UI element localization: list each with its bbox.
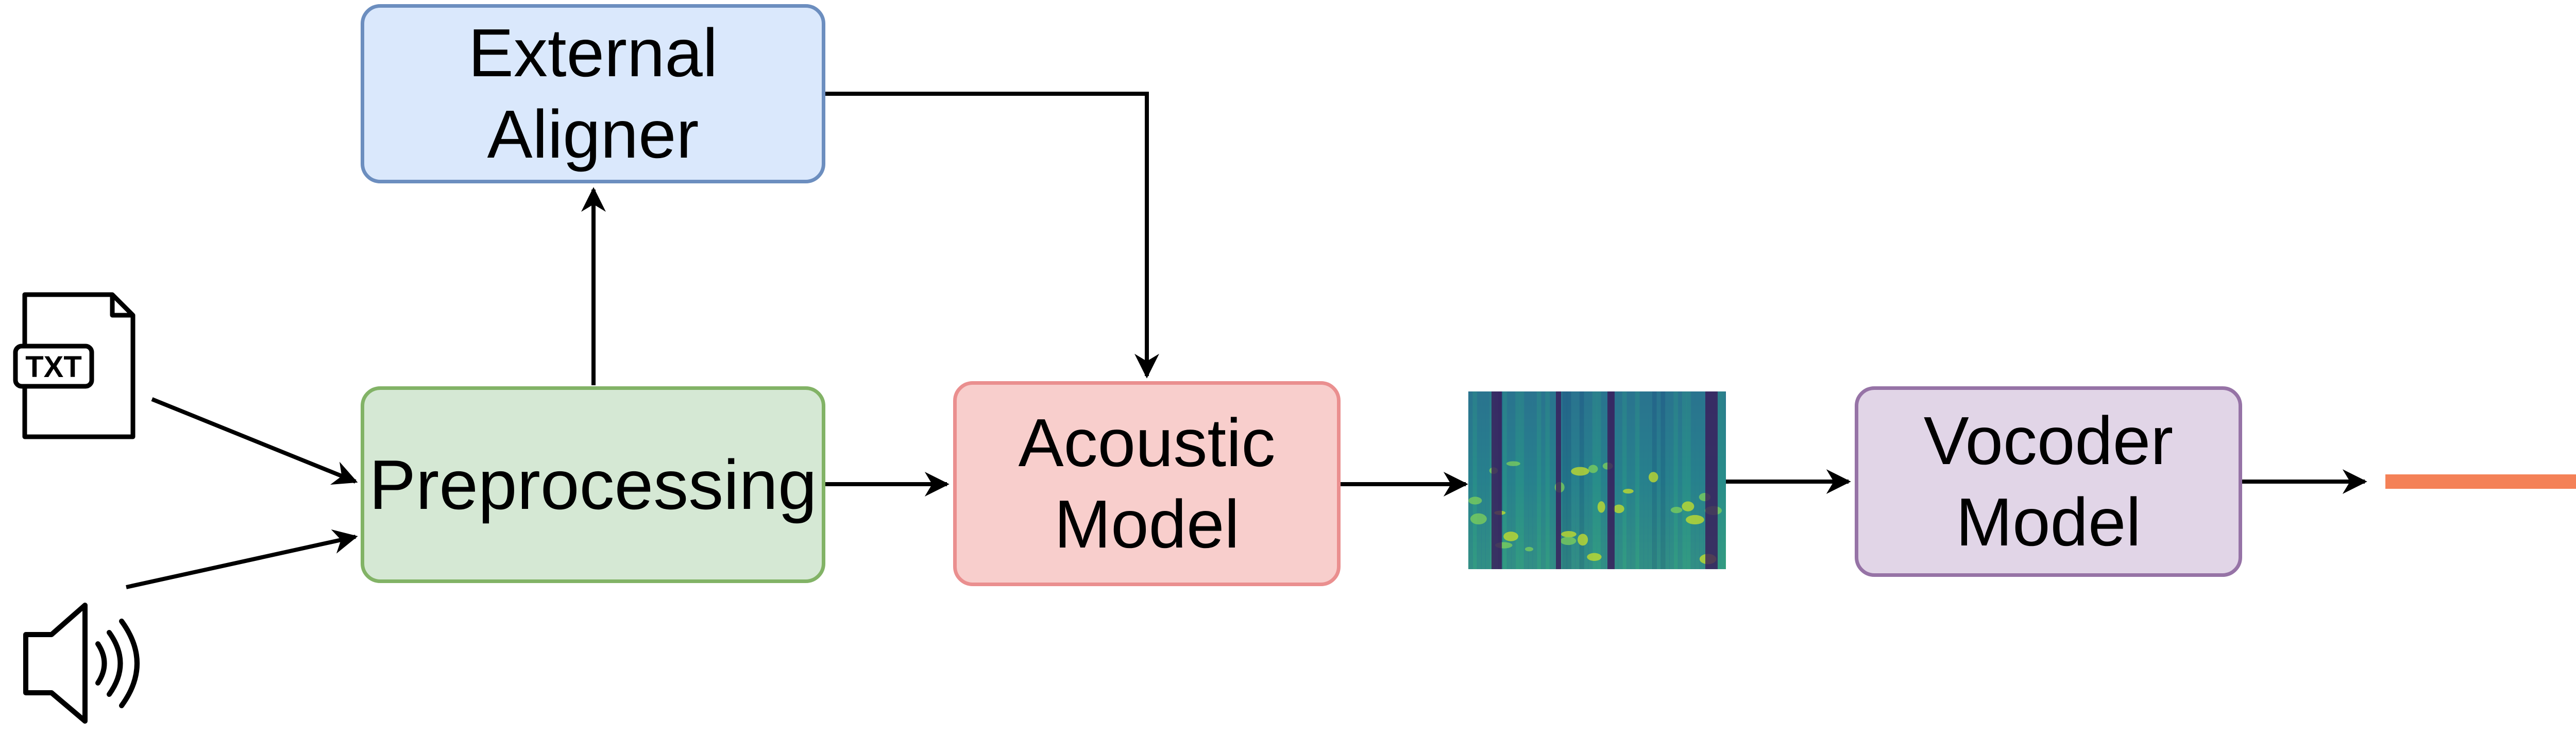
spectrogram-highlight	[1587, 553, 1602, 561]
spectrogram-dark-band	[1705, 391, 1718, 569]
vocoder-model-label: Vocoder Model	[1923, 403, 2174, 560]
spectrogram-column	[1690, 391, 1696, 569]
spectrogram-column	[1716, 391, 1721, 569]
spectrogram-column	[1477, 391, 1482, 569]
spectrogram-column	[1639, 391, 1644, 569]
spectrogram-column	[1549, 391, 1554, 569]
spectrogram-column	[1677, 391, 1683, 569]
external-aligner-box: External Aligner	[361, 4, 825, 183]
spectrogram-highlight	[1468, 497, 1482, 505]
spectrogram-column	[1592, 391, 1597, 569]
preprocessing-label: Preprocessing	[369, 446, 817, 524]
spectrogram-column	[1502, 391, 1507, 569]
arrow-aligner-to-acoustic	[825, 92, 1159, 379]
spectrogram-column	[1614, 391, 1619, 569]
spectrogram-dark-band	[1607, 391, 1615, 569]
spectrogram-highlight	[1648, 472, 1658, 483]
spectrogram-column	[1601, 391, 1606, 569]
spectrogram-highlight	[1597, 501, 1605, 513]
spectrogram-column	[1635, 391, 1640, 569]
spectrogram-highlight	[1578, 534, 1588, 546]
spectrogram-column	[1571, 391, 1576, 569]
spectrogram-highlight	[1524, 546, 1534, 552]
vocoder-model-box: Vocoder Model	[1855, 386, 2242, 577]
arrow-text-to-preprocessing	[151, 397, 358, 485]
spectrogram-column	[1618, 391, 1623, 569]
waveform-image	[2384, 391, 2576, 572]
mel-spectrogram-image	[1468, 391, 1726, 569]
preprocessing-box: Preprocessing	[361, 386, 825, 583]
spectrogram-highlight	[1686, 515, 1704, 525]
spectrogram-highlight	[1670, 507, 1683, 514]
spectrogram-column	[1631, 391, 1636, 569]
spectrogram-column	[1562, 391, 1567, 569]
spectrogram-column	[1472, 391, 1478, 569]
spectrogram-column	[1669, 391, 1674, 569]
spectrogram-column	[1541, 391, 1546, 569]
spectrogram-column	[1699, 391, 1704, 569]
spectrogram-highlight	[1503, 532, 1518, 541]
spectrogram-highlight	[1682, 501, 1694, 511]
spectrogram-column	[1686, 391, 1691, 569]
spectrogram-column	[1694, 391, 1700, 569]
spectrogram-column	[1626, 391, 1632, 569]
spectrogram-column	[1485, 391, 1490, 569]
spectrogram-column	[1665, 391, 1670, 569]
spectrogram-highlight	[1623, 488, 1634, 494]
spectrogram-dark-band	[1492, 391, 1502, 569]
spectrogram-column	[1566, 391, 1571, 569]
spectrogram-column	[1515, 391, 1520, 569]
spectrogram-column	[1588, 391, 1593, 569]
spectrogram-column	[1511, 391, 1516, 569]
spectrogram-column	[1468, 391, 1473, 569]
spectrogram-column	[1584, 391, 1589, 569]
file-type-label: TXT	[25, 350, 82, 384]
spectrogram-highlight	[1560, 537, 1577, 545]
spectrogram-column	[1720, 391, 1725, 569]
spectrogram-dark-band	[1556, 391, 1561, 569]
acoustic-model-box: Acoustic Model	[953, 381, 1341, 586]
spectrogram-column	[1575, 391, 1580, 569]
spectrogram-column	[1597, 391, 1601, 569]
spectrogram-column	[1622, 391, 1627, 569]
spectrogram-column	[1532, 391, 1537, 569]
arrows	[126, 92, 2367, 589]
waveform-core	[2385, 474, 2576, 489]
spectrogram-highlight	[1561, 531, 1577, 538]
spectrogram-column	[1506, 391, 1512, 569]
spectrogram-highlight	[1613, 504, 1624, 514]
spectrogram-column	[1545, 391, 1550, 569]
external-aligner-label: External Aligner	[468, 15, 718, 172]
spectrogram-column	[1528, 391, 1533, 569]
speaker-icon	[23, 603, 140, 724]
text-file-icon: TXT	[13, 292, 135, 439]
spectrogram-highlight	[1506, 461, 1520, 466]
spectrogram-column	[1643, 391, 1649, 569]
spectrogram-column	[1660, 391, 1666, 569]
spectrogram-column	[1682, 391, 1687, 569]
acoustic-model-label: Acoustic Model	[1018, 405, 1276, 562]
spectrogram-column	[1673, 391, 1679, 569]
spectrogram-column	[1536, 391, 1541, 569]
arrow-audio-to-preprocessing	[126, 529, 358, 589]
spectrogram-column	[1519, 391, 1524, 569]
spectrogram-highlight	[1470, 513, 1487, 525]
spectrogram-column	[1656, 391, 1662, 569]
spectrogram-highlight	[1571, 467, 1589, 476]
spectrogram-highlight	[1588, 465, 1598, 473]
spectrogram-column	[1523, 391, 1529, 569]
spectrogram-column	[1579, 391, 1584, 569]
spectrogram-column	[1481, 391, 1486, 569]
